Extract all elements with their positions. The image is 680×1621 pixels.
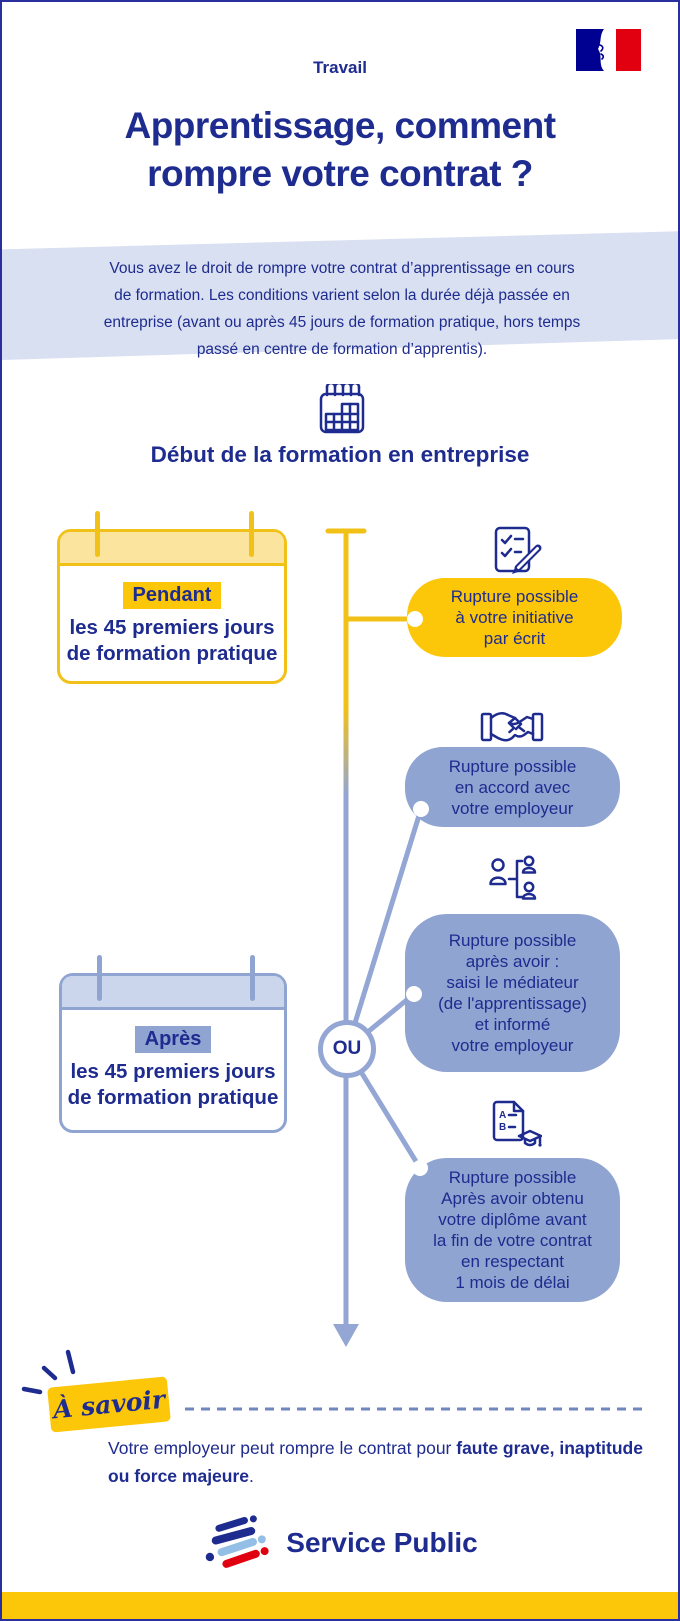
- calendar-card-pendant: Pendant les 45 premiers jours de formati…: [57, 511, 287, 684]
- connector-dot: [407, 611, 423, 627]
- calendar-card-apres: Après les 45 premiers jours de formation…: [59, 955, 287, 1133]
- calendar-ring: [97, 955, 102, 1001]
- checklist-pencil-icon: [494, 526, 542, 574]
- outcome-mediateur: Rupture possible après avoir : saisi le …: [405, 914, 620, 1072]
- footer-band: [2, 1592, 678, 1619]
- graduation-document-icon: A B: [492, 1100, 542, 1147]
- connector-dot: [413, 801, 429, 817]
- calendar-ring: [249, 511, 254, 557]
- period-text-2: de formation pratique: [66, 642, 278, 665]
- mediator-icon: [489, 855, 537, 900]
- note-text: Votre employeur peut rompre le contrat p…: [108, 1434, 656, 1490]
- svg-text:B: B: [499, 1122, 506, 1133]
- note-text-bold: faute grave, inaptitude ou force majeure: [108, 1438, 643, 1486]
- calendar-icon: [319, 384, 365, 434]
- period-text-2: de formation pratique: [67, 1086, 279, 1109]
- period-highlight: Pendant: [122, 582, 222, 609]
- outcome-accord: Rupture possible en accord avec votre em…: [405, 747, 620, 827]
- ministry-label: Travail: [313, 58, 367, 77]
- a-savoir-label: À savoir: [51, 1384, 167, 1425]
- ou-node: OU: [318, 1020, 376, 1078]
- period-highlight: Après: [134, 1026, 212, 1053]
- france-flag-logo: [576, 29, 641, 71]
- outcome-initiative: Rupture possible à votre initiative par …: [407, 578, 622, 657]
- section-title: Début de la formation en entreprise: [150, 442, 530, 467]
- period-text: les 45 premiers jours: [69, 616, 275, 639]
- note-text-end: .: [249, 1466, 254, 1486]
- intro-band: [2, 231, 678, 360]
- brand-row: Service Public: [2, 1514, 678, 1572]
- outcome-diplome: Rupture possible Après avoir obtenu votr…: [405, 1158, 620, 1302]
- ou-label: OU: [332, 1038, 362, 1059]
- period-text: les 45 premiers jours: [70, 1060, 276, 1083]
- timeline-arrow-head: [333, 1324, 359, 1347]
- connector-dot: [406, 986, 422, 1002]
- calendar-ring: [95, 511, 100, 557]
- service-public-logo: [205, 1515, 269, 1568]
- handshake-icon: [480, 712, 544, 742]
- page-title: Apprentissage, comment rompre votre cont…: [124, 105, 556, 194]
- svg-text:A: A: [499, 1110, 506, 1121]
- calendar-ring: [250, 955, 255, 1001]
- note-text-normal: Votre employeur peut rompre le contrat p…: [108, 1438, 457, 1458]
- connector-dot: [412, 1160, 428, 1176]
- emphasis-rays-icon: [21, 1349, 76, 1395]
- brand-name: Service Public: [286, 1527, 478, 1558]
- intro-text: Vous avez le droit de rompre votre contr…: [103, 260, 581, 358]
